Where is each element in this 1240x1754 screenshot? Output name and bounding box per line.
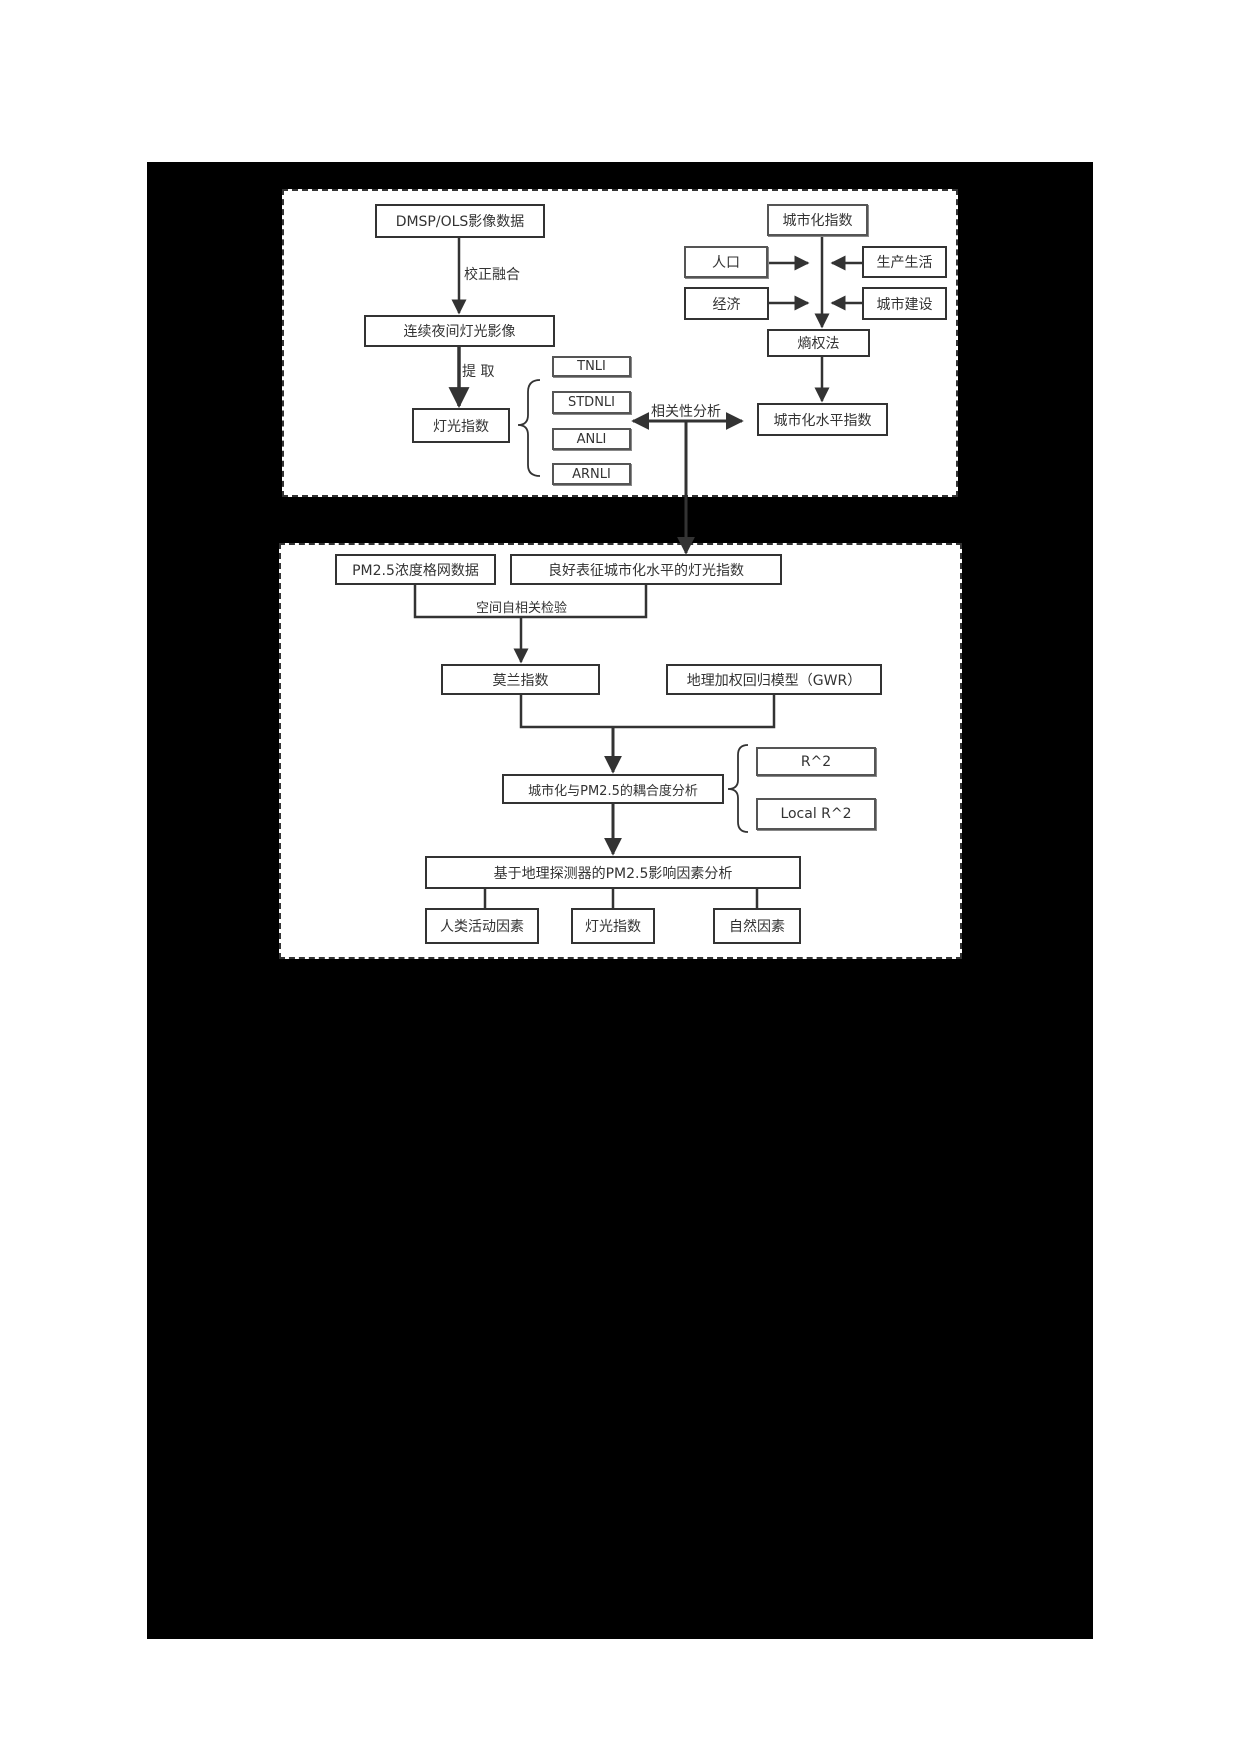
geodetector-analysis-box: 基于地理探测器的PM2.5影响因素分析: [425, 856, 801, 889]
urbanization-index-box: 城市化指数: [767, 204, 868, 236]
moran-index-box: 莫兰指数: [441, 664, 600, 695]
natural-factor-box: 自然因素: [713, 908, 801, 944]
correlation-analysis-label: 相关性分析: [651, 404, 721, 420]
extract-label: 提 取: [462, 364, 495, 380]
urban-construction-box: 城市建设: [862, 287, 947, 320]
index-arnli-box: ARNLI: [552, 463, 631, 485]
spatial-autocorrelation-label: 空间自相关检验: [476, 601, 568, 616]
index-anli-box: ANLI: [552, 428, 631, 450]
economy-box: 经济: [684, 287, 769, 320]
correction-fusion-label: 校正融合: [464, 267, 520, 283]
index-tnli-box: TNLI: [552, 356, 631, 377]
human-activity-factor-box: 人类活动因素: [425, 908, 539, 944]
production-life-box: 生产生活: [862, 246, 947, 278]
entropy-weight-method-box: 熵权法: [767, 329, 870, 357]
urbanization-level-index-box: 城市化水平指数: [757, 403, 888, 436]
light-index-factor-box: 灯光指数: [571, 908, 655, 944]
well-represented-light-index-box: 良好表征城市化水平的灯光指数: [510, 554, 782, 585]
pm25-grid-data-box: PM2.5浓度格网数据: [335, 554, 496, 585]
gwr-model-box: 地理加权回归模型（GWR）: [666, 664, 882, 695]
r-squared-box: R^2: [756, 747, 876, 776]
population-box: 人口: [684, 246, 768, 278]
continuous-night-light-box: 连续夜间灯光影像: [364, 315, 555, 347]
local-r-squared-box: Local R^2: [756, 798, 876, 830]
coupling-analysis-box: 城市化与PM2.5的耦合度分析: [502, 774, 724, 804]
light-index-box: 灯光指数: [412, 408, 510, 443]
dmsp-ols-data-box: DMSP/OLS影像数据: [375, 204, 545, 238]
index-stdnli-box: STDNLI: [552, 391, 631, 414]
